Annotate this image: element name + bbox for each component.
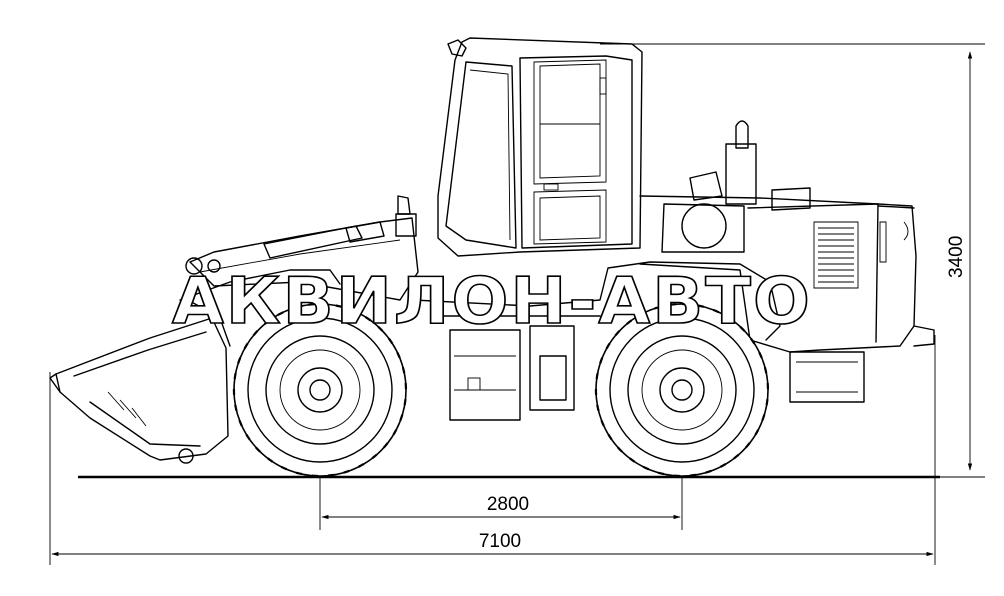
height-dimension-label: 3400: [946, 236, 967, 278]
overall-length-dimension-label: 7100: [479, 531, 521, 552]
wheelbase-dimension-label: 2800: [487, 494, 529, 515]
dimension-lines: [49, 43, 985, 565]
watermark-text: АКВИЛОН-АВТО: [172, 265, 812, 339]
loader-body: [49, 37, 935, 478]
rear-wheel: [594, 302, 769, 478]
front-wheel: [232, 302, 407, 478]
